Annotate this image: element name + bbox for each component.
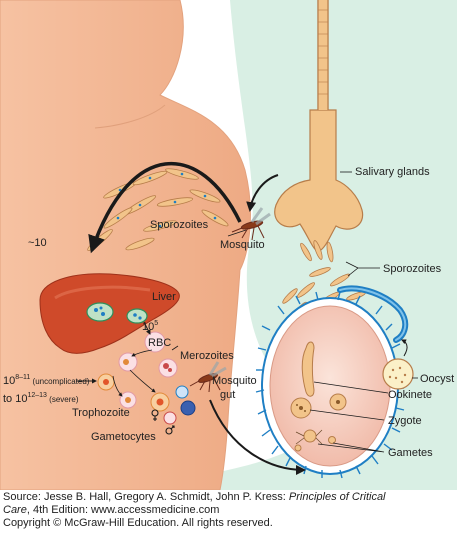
- source-credit: Source: Jesse B. Hall, Gregory A. Schmid…: [3, 491, 455, 530]
- arrow-to-gut: [209, 399, 306, 475]
- blood-stage-cycle: [97, 331, 196, 425]
- label-zygote: Zygote: [388, 415, 422, 427]
- label-ten-power-5: 105: [142, 320, 158, 333]
- label-gametes: Gametes: [388, 447, 433, 459]
- mosquito-feeding-lower: [189, 361, 227, 393]
- oocyst: [382, 358, 414, 390]
- label-range-severe: to 1012–13 (severe): [3, 392, 79, 405]
- body-contour: [94, 104, 166, 129]
- life-cycle-diagram: Salivary glands Sporozoites Mosquito Spo…: [0, 0, 457, 490]
- ookinete: [301, 341, 315, 397]
- arrow-oocyst-to-duct: [401, 339, 408, 357]
- gametocyte-sex-symbols: [151, 409, 175, 435]
- label-approx-10: ~10: [28, 237, 47, 249]
- label-salivary-glands: Salivary glands: [355, 166, 430, 178]
- label-oocyst: Oocyst: [420, 373, 454, 385]
- liver-highlight: [54, 285, 151, 300]
- duct-rings: [318, 9, 328, 95]
- label-merozoites: Merozoites: [180, 350, 234, 362]
- label-ookinete: Ookinete: [388, 389, 432, 401]
- credit-line-3: Copyright © McGraw-Hill Education. All r…: [3, 517, 273, 529]
- leader-lines: [171, 171, 418, 453]
- gametes-zygote: [290, 393, 347, 452]
- arrow-liver-to-rbc: [143, 321, 151, 335]
- label-sporozoites-body: Sporozoites: [150, 219, 209, 231]
- label-mosquito-gut-2: gut: [220, 389, 235, 401]
- arrow-gland-to-body: [246, 174, 279, 212]
- credit-line-1: Source: Jesse B. Hall, Gregory A. Schmid…: [3, 491, 386, 503]
- label-trophozoite: Trophozoite: [72, 407, 130, 419]
- arrow-injection: [88, 161, 242, 254]
- label-gametocytes: Gametocytes: [91, 431, 156, 443]
- label-liver: Liver: [152, 291, 176, 303]
- label-rbc: RBC: [148, 337, 171, 349]
- infected-hepatocytes: [86, 302, 148, 324]
- credit-line-2: Care, 4th Edition: www.accessmedicine.co…: [3, 504, 220, 516]
- label-mosquito-top: Mosquito: [220, 239, 265, 251]
- mosquito-feeding: [231, 207, 271, 241]
- label-sporozoites-gland: Sporozoites: [383, 263, 442, 275]
- mosquito-gut: [255, 291, 405, 479]
- label-range-uncomplicated: 108–11 (uncomplicated): [3, 374, 90, 387]
- label-mosquito-gut: Mosquito: [212, 375, 257, 387]
